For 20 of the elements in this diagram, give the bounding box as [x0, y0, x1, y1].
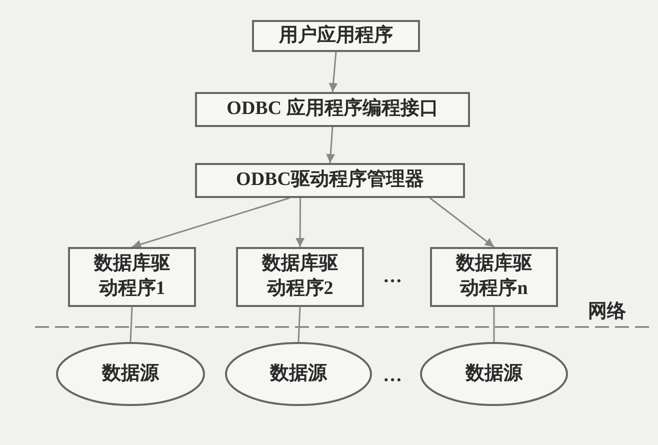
data-source-ellipse: 数据源: [420, 342, 568, 406]
process-box: 用户应用程序: [252, 20, 420, 52]
arrow: [296, 198, 305, 247]
process-box: 数据库驱动程序2: [236, 247, 364, 307]
arrow: [326, 126, 336, 164]
process-box: ODBC 应用程序编程接口: [195, 92, 470, 127]
process-box: 数据库驱动程序1: [68, 247, 196, 307]
ellipsis: …: [383, 266, 402, 288]
process-box: ODBC驱动程序管理器: [195, 163, 465, 198]
connector-line: [298, 306, 301, 342]
data-source-ellipse: 数据源: [56, 342, 205, 406]
arrow: [132, 197, 290, 249]
data-source-ellipse: 数据源: [225, 342, 372, 406]
process-box: 数据库驱动程序n: [430, 247, 558, 307]
arrow: [328, 52, 338, 92]
network-label: 网络: [588, 300, 626, 324]
connector-line: [130, 306, 133, 342]
connector-line: [493, 307, 495, 342]
arrow: [429, 197, 494, 248]
ellipsis: …: [383, 365, 402, 387]
